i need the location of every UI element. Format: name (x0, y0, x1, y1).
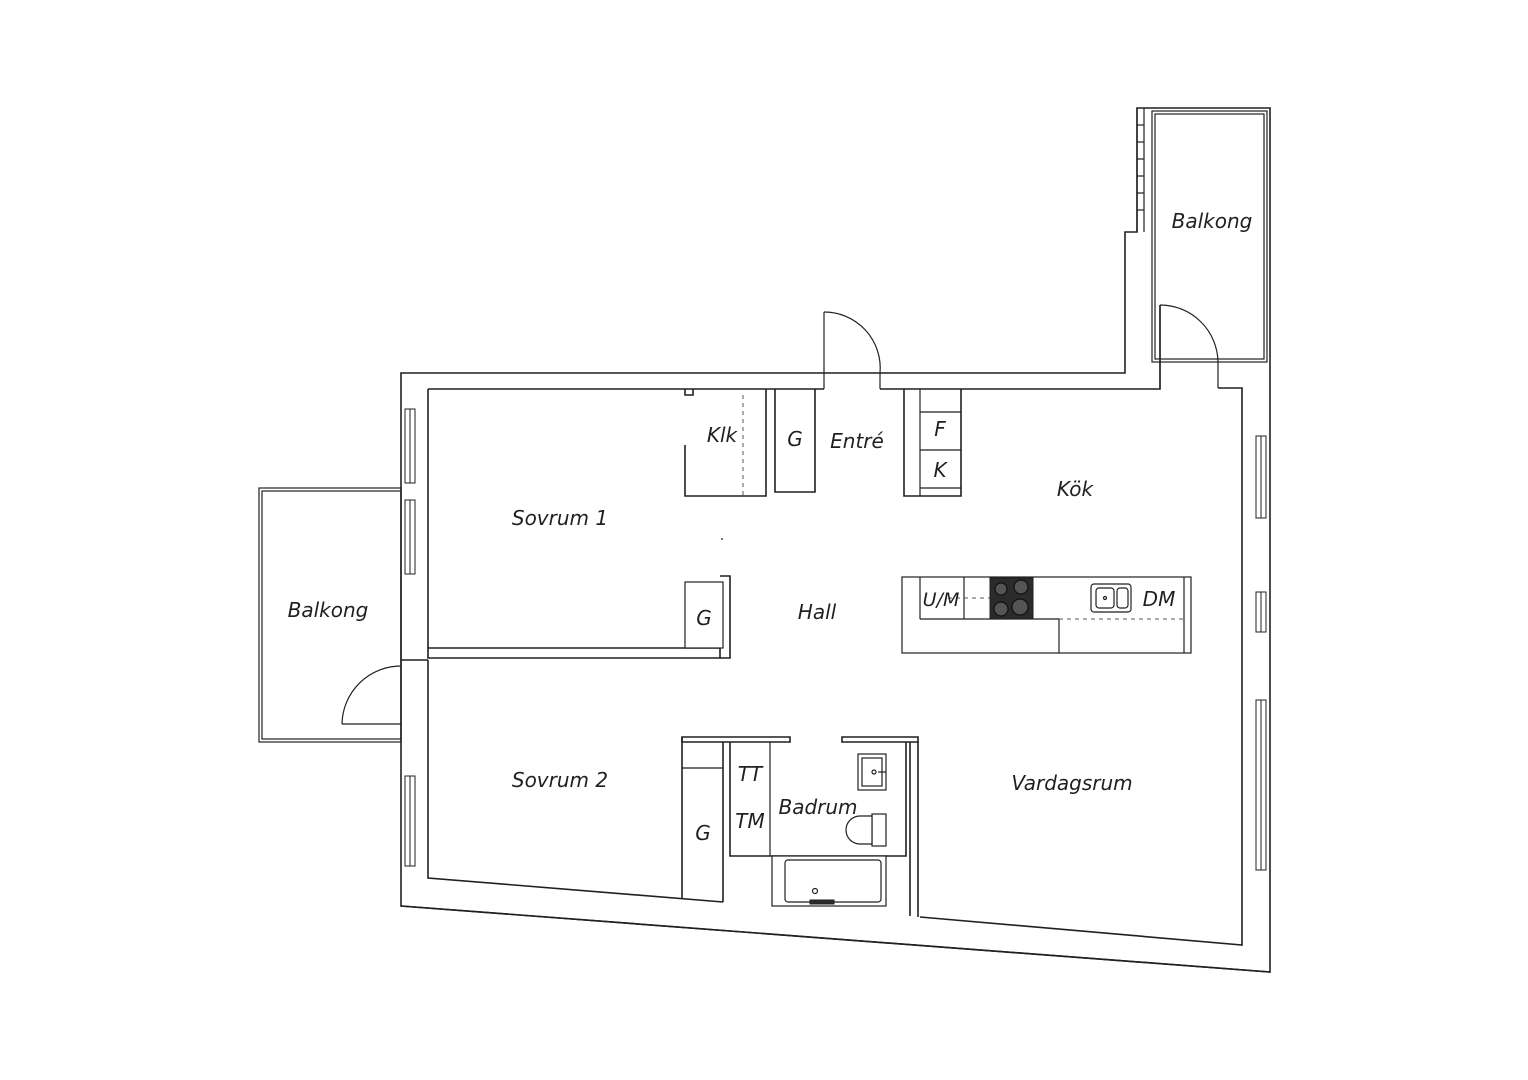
exterior-walls (400, 107, 1271, 973)
room-labels: Balkong Balkong Sovrum 1 Sovrum 2 Klk G … (288, 209, 1253, 845)
kitchen-island (901, 576, 1192, 654)
label-k: K (933, 458, 948, 482)
balcony-left (258, 487, 402, 743)
label-tm: TM (735, 809, 764, 833)
label-sovrum-2: Sovrum 2 (512, 768, 608, 792)
windows (404, 408, 1267, 871)
label-f: F (934, 417, 946, 441)
doors (341, 304, 1219, 725)
label-balkong-top: Balkong (1172, 209, 1253, 233)
label-entre: Entré (830, 429, 884, 453)
label-badrum: Badrum (778, 795, 857, 819)
label-dm: DM (1143, 587, 1176, 611)
label-tt: TT (738, 762, 764, 786)
interior-walls (401, 389, 962, 917)
label-kok: Kök (1057, 477, 1095, 501)
label-g-hall: G (696, 606, 712, 630)
kitchen-sink (1090, 583, 1132, 613)
label-g-sovrum-2: G (695, 821, 711, 845)
label-hall: Hall (798, 600, 837, 624)
label-klk: Klk (707, 423, 739, 447)
balcony-top (1136, 108, 1268, 363)
label-vardagsrum: Vardagsrum (1011, 771, 1132, 795)
label-sovrum-1: Sovrum 1 (512, 506, 608, 530)
label-um: U/M (923, 589, 960, 611)
label-balkong-left: Balkong (288, 598, 369, 622)
label-g-entre: G (787, 427, 803, 451)
